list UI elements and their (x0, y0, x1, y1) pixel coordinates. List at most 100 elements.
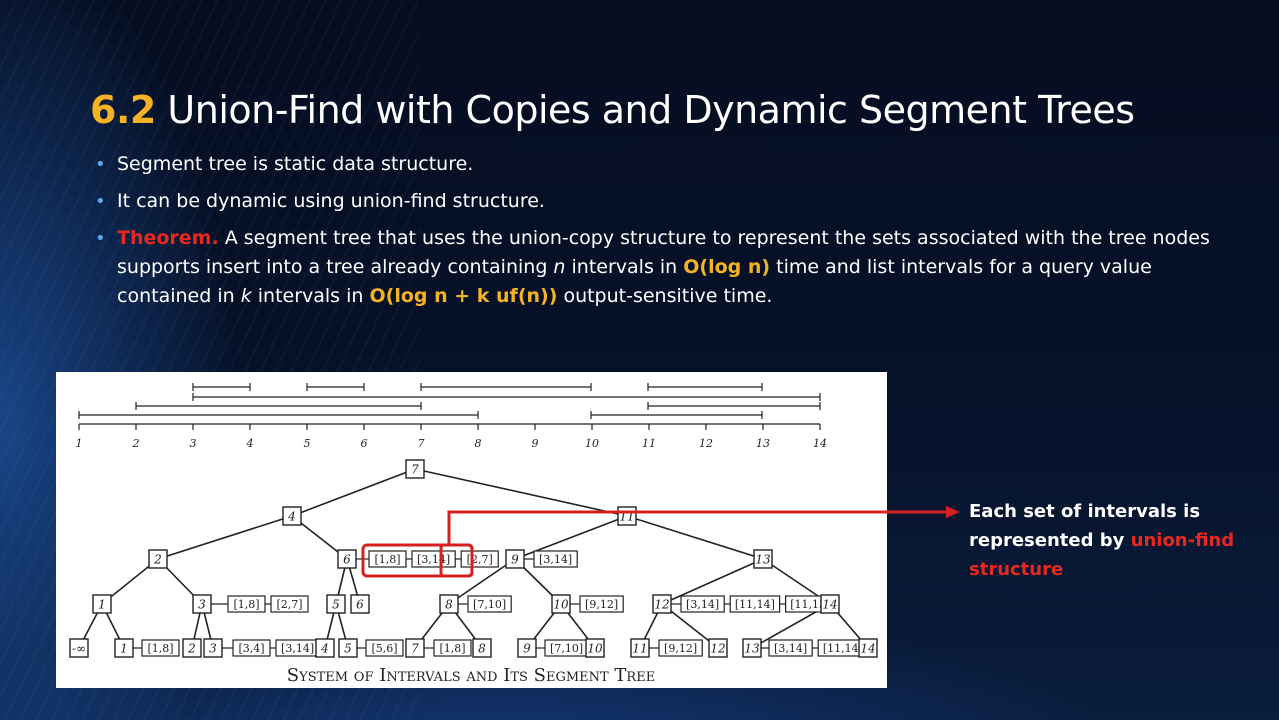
set-box (467, 595, 512, 613)
set-label: [9,12] (664, 642, 697, 655)
axis-tick-label: 13 (756, 437, 770, 450)
tree-node (472, 638, 492, 658)
tree-node (338, 638, 358, 658)
tree-node-label: 1 (98, 598, 106, 612)
section-number: 6.2 (90, 88, 156, 132)
theorem-text: A segment tree that uses the union-copy … (117, 227, 1210, 278)
tree-node (652, 594, 672, 614)
callout-text: Each set of intervals is represented by … (969, 497, 1259, 584)
theorem-text: output-sensitive time. (557, 285, 773, 307)
tree-node (742, 638, 762, 658)
theorem-text: intervals in (251, 285, 370, 307)
bullet-text: Segment tree is static data structure. (117, 153, 474, 175)
bullet-list: Segment tree is static data structure. I… (95, 150, 1245, 319)
figure-caption: System of Intervals and Its Segment Tree (287, 665, 655, 686)
tree-node (350, 594, 370, 614)
tree-node (630, 638, 650, 658)
tree-node (517, 638, 537, 658)
tree-edge (626, 515, 764, 560)
tree-edge (661, 558, 764, 605)
set-label: [1,8] (147, 642, 173, 655)
set-label: [2,7] (467, 553, 493, 566)
axis-tick-label: 4 (246, 437, 254, 450)
set-label: [1,8] (233, 598, 259, 611)
tree-node-label: 2 (153, 553, 162, 567)
bullet-theorem: Theorem. A segment tree that uses the un… (95, 224, 1245, 311)
tree-node-label: 4 (320, 642, 329, 656)
interval-segments (78, 383, 821, 425)
tree-node-label: 6 (343, 553, 351, 567)
set-label: [1,8] (374, 553, 400, 566)
axis-tick-label: 1 (76, 437, 83, 450)
tree-node-label: 7 (411, 463, 419, 477)
tree-node (708, 638, 728, 658)
theorem-var: k (240, 285, 252, 307)
slide-title: 6.2 Union-Find with Copies and Dynamic S… (90, 88, 1135, 132)
tree-node-label: 9 (511, 553, 519, 567)
tree-node (585, 638, 605, 658)
tree-node (182, 638, 202, 658)
complexity-insert: O(log n) (683, 256, 771, 278)
axis-tick-label: 8 (475, 437, 482, 450)
tree-edge (157, 515, 293, 560)
tree-node-label: 10 (553, 598, 569, 612)
set-label: [3,14] (417, 553, 450, 566)
axis-tick-label: 14 (813, 437, 827, 450)
tree-node (551, 594, 571, 614)
set-label: [2,7] (276, 598, 302, 611)
axis-tick-label: 9 (532, 437, 539, 450)
title-text: Union-Find with Copies and Dynamic Segme… (167, 88, 1135, 132)
callout-body: Each set of intervals is represented by (969, 501, 1201, 551)
set-label: [7,10] (550, 642, 583, 655)
tree-node (405, 459, 425, 479)
set-label: [3,4] (238, 642, 264, 655)
tree-node (505, 549, 525, 569)
tree-node-label: 14 (860, 642, 875, 656)
set-label: [5,6] (371, 642, 397, 655)
tree-node-label: 9 (523, 642, 531, 656)
theorem-text: intervals in (565, 256, 684, 278)
bullet-text: It can be dynamic using union-find struc… (117, 190, 545, 212)
set-chains: [1,8] [3,14] [2,7] [3,14] [1,8] [2,7] [7,10] [9… (133, 550, 869, 657)
axis-tick-label: 12 (699, 437, 713, 450)
tree-node-label: 1 (120, 642, 128, 656)
theorem-var: n (553, 256, 566, 278)
axis-tick-label: 5 (304, 437, 311, 450)
set-box (579, 595, 624, 613)
tree-node (203, 638, 223, 658)
tree-edge (414, 468, 628, 517)
tree-node-label: 4 (287, 510, 296, 524)
tree-node-label: 8 (445, 598, 453, 612)
tree-node-label: 2 (187, 642, 196, 656)
tree-node-label: 14 (822, 598, 837, 612)
complexity-query: O(log n + k uf(n)) (369, 285, 558, 307)
tree-node-label: 7 (411, 642, 419, 656)
tree-node-label: 13 (744, 642, 760, 656)
set-label: [11,14] (735, 598, 775, 611)
set-label: [3,14] (539, 553, 572, 566)
axis-tick-label: 2 (132, 437, 140, 450)
set-box (270, 595, 309, 613)
set-box (433, 639, 472, 657)
axis-tick-label: 11 (642, 437, 656, 450)
axis-tick-label: 7 (418, 437, 425, 450)
callout-highlight: union-find structure (969, 530, 1235, 580)
tree-node (337, 549, 357, 569)
axis-tick-label: 10 (585, 437, 599, 450)
set-label: [1,8] (439, 642, 465, 655)
set-label: [3,14] (281, 642, 314, 655)
tree-node (326, 594, 346, 614)
tree-node-label: 8 (478, 642, 486, 656)
set-label: [7,10] (473, 598, 506, 611)
tree-node (315, 638, 335, 658)
tree-node (148, 549, 168, 569)
tree-node-label: 12 (710, 642, 725, 656)
tree-node-label: 5 (344, 642, 352, 656)
set-box (365, 639, 404, 657)
theorem-text: time and list intervals for a query valu… (117, 256, 1152, 307)
tree-node (69, 638, 89, 658)
tree-node-label: 11 (619, 510, 634, 524)
